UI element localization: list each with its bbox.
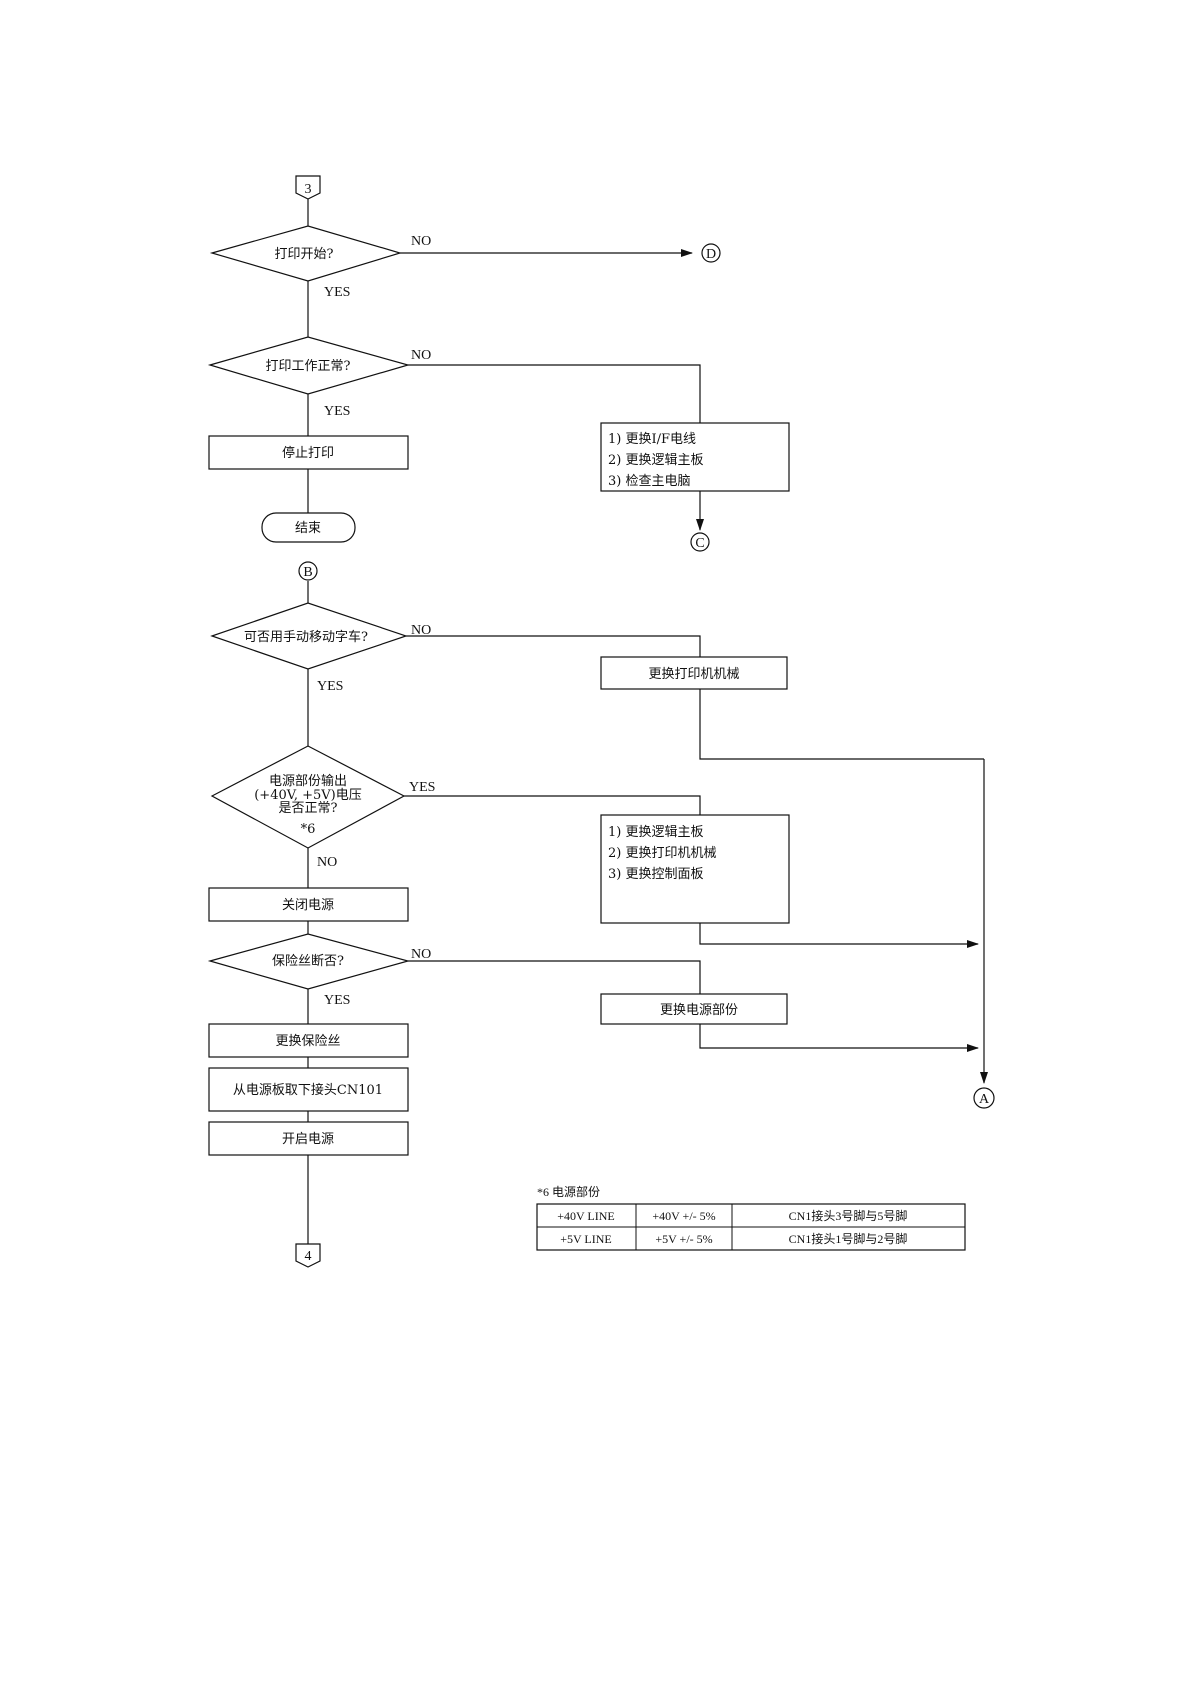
connector-a-label: A bbox=[979, 1092, 990, 1107]
label-yes-1: YES bbox=[324, 285, 350, 300]
label-no-5: NO bbox=[411, 947, 431, 962]
process-replace-fuse: 更换保险丝 bbox=[209, 1024, 408, 1057]
label-yes-2: YES bbox=[324, 404, 350, 419]
decision-psu-note: *6 bbox=[301, 822, 316, 837]
decision-psu-line1: 电源部份输出 bbox=[269, 773, 347, 789]
decision-fuse-label: 保险丝断否? bbox=[272, 954, 344, 969]
connector-c-label: C bbox=[695, 536, 704, 551]
process-remove-cn101-label: 从电源板取下接头CN101 bbox=[233, 1082, 383, 1098]
note-r2-c2: +5V +/- 5% bbox=[655, 1232, 712, 1246]
connector-b: B bbox=[299, 562, 317, 580]
label-no-4: NO bbox=[317, 855, 337, 870]
note-r2-c3: CN1接头1号脚与2号脚 bbox=[789, 1231, 908, 1246]
note-r1-c1: +40V LINE bbox=[557, 1209, 615, 1223]
label-no-1: NO bbox=[411, 234, 431, 249]
process-power-on: 开启电源 bbox=[209, 1122, 408, 1155]
action-list-1-item-1: 1) 更换I/F电线 bbox=[608, 432, 696, 447]
connector-d-label: D bbox=[706, 247, 716, 262]
connector-a: A bbox=[974, 1088, 994, 1108]
note-r1-c3: CN1接头3号脚与5号脚 bbox=[789, 1208, 908, 1223]
process-replace-psu: 更换电源部份 bbox=[601, 994, 787, 1024]
page-connector-top-label: 3 bbox=[305, 182, 312, 197]
page-connector-bottom-label: 4 bbox=[305, 1249, 312, 1264]
decision-psu-output: 电源部份输出 (+40V, +5V)电压 是否正常? *6 bbox=[212, 746, 404, 848]
process-power-off: 关闭电源 bbox=[209, 888, 408, 921]
process-power-off-label: 关闭电源 bbox=[282, 898, 334, 913]
process-replace-mech-label: 更换打印机机械 bbox=[648, 667, 739, 682]
action-list-1: 1) 更换I/F电线 2) 更换逻辑主板 3) 检查主电脑 bbox=[601, 423, 789, 491]
decision-print-normal-label: 打印工作正常? bbox=[266, 359, 351, 374]
connector-lines bbox=[308, 198, 984, 1244]
terminator-end-label: 结束 bbox=[295, 521, 321, 536]
label-yes-5: YES bbox=[324, 993, 350, 1008]
note-table: +40V LINE +40V +/- 5% CN1接头3号脚与5号脚 +5V L… bbox=[537, 1204, 965, 1250]
page-connector-top: 3 bbox=[296, 176, 320, 199]
process-replace-psu-label: 更换电源部份 bbox=[660, 1003, 738, 1018]
process-replace-fuse-label: 更换保险丝 bbox=[275, 1034, 340, 1049]
decision-print-normal: 打印工作正常? bbox=[210, 337, 408, 394]
decision-print-start-label: 打印开始? bbox=[275, 247, 334, 262]
action-list-2: 1) 更换逻辑主板 2) 更换打印机机械 3) 更换控制面板 bbox=[601, 815, 789, 923]
connector-b-label: B bbox=[303, 565, 312, 580]
action-list-2-item-2: 2) 更换打印机机械 bbox=[608, 846, 716, 861]
page-connector-bottom: 4 bbox=[296, 1244, 320, 1267]
label-no-2: NO bbox=[411, 348, 431, 363]
process-power-on-label: 开启电源 bbox=[282, 1132, 334, 1147]
decision-print-start: 打印开始? bbox=[212, 226, 400, 281]
terminator-end: 结束 bbox=[262, 513, 355, 542]
connector-c: C bbox=[691, 533, 709, 551]
process-stop-print: 停止打印 bbox=[209, 436, 408, 469]
process-replace-mech: 更换打印机机械 bbox=[601, 657, 787, 689]
decision-fuse: 保险丝断否? bbox=[210, 934, 408, 989]
action-list-1-item-2: 2) 更换逻辑主板 bbox=[608, 453, 703, 468]
connector-d: D bbox=[702, 244, 720, 262]
process-stop-print-label: 停止打印 bbox=[282, 445, 334, 461]
label-no-3: NO bbox=[411, 623, 431, 638]
action-list-2-item-1: 1) 更换逻辑主板 bbox=[608, 825, 703, 840]
process-remove-cn101: 从电源板取下接头CN101 bbox=[209, 1068, 408, 1111]
action-list-2-item-3: 3) 更换控制面板 bbox=[608, 867, 703, 882]
label-yes-3: YES bbox=[317, 679, 343, 694]
note-r2-c1: +5V LINE bbox=[560, 1232, 612, 1246]
decision-move-carriage: 可否用手动移动字车? bbox=[212, 603, 406, 669]
label-yes-4: YES bbox=[409, 780, 435, 795]
decision-psu-line3: 是否正常? bbox=[279, 801, 338, 816]
action-list-1-item-3: 3) 检查主电脑 bbox=[608, 474, 690, 489]
decision-move-carriage-label: 可否用手动移动字车? bbox=[244, 629, 368, 645]
note-title: *6 电源部份 bbox=[537, 1184, 600, 1199]
note-r1-c2: +40V +/- 5% bbox=[652, 1209, 715, 1223]
